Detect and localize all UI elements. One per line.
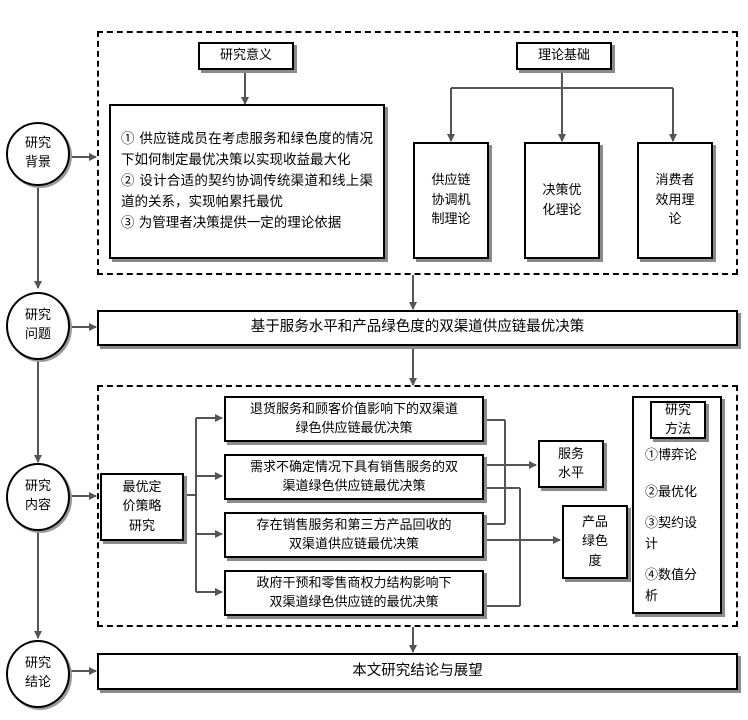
problem-box: 基于服务水平和产品绿色度的双渠道供应链最优决策 bbox=[97, 310, 738, 346]
theory-box-consumer-utility: 消费者 效用理 论 bbox=[637, 142, 713, 259]
topic-box-4: 政府干预和零售商权力结构影响下 双渠道绿色供应链的最优决策 bbox=[224, 570, 484, 616]
theory-title-box: 理论基础 bbox=[516, 42, 612, 70]
background-region bbox=[97, 31, 738, 275]
service-level-box: 服务 水平 bbox=[538, 440, 604, 488]
significance-title-box: 研究意义 bbox=[198, 42, 294, 70]
theory-box-decision-optimization: 决策优 化理论 bbox=[524, 142, 600, 259]
greenness-box: 产品 绿色 度 bbox=[562, 505, 628, 579]
method-item-optimization: ②最优化 bbox=[645, 485, 698, 500]
pricing-strategy-box: 最优定 价策略 研究 bbox=[100, 473, 184, 541]
topic-box-1: 退货服务和顾客价值影响下的双渠道 绿色供应链最优决策 bbox=[224, 396, 484, 442]
method-item-numerical-analysis: ④数值分 析 bbox=[645, 568, 698, 604]
content-region bbox=[97, 385, 738, 627]
stage-conclusion-node: 研究 结论 bbox=[6, 640, 70, 708]
method-item-contract-design: ③契约设 计 bbox=[645, 516, 698, 552]
theory-box-coordination: 供应链 协调机 制理论 bbox=[413, 142, 489, 259]
method-item-game-theory: ①博弈论 bbox=[645, 448, 698, 463]
topic-box-3: 存在销售服务和第三方产品回收的 双渠道供应链最优决策 bbox=[224, 512, 484, 558]
methods-title-box: 研究 方法 bbox=[650, 401, 706, 439]
significance-text-box: ① 供应链成员在考虑服务和绿色度的情况下如何制定最优决策以实现收益最大化 ② 设… bbox=[109, 104, 385, 259]
stage-background-node: 研究 背景 bbox=[6, 122, 70, 186]
topic-box-2: 需求不确定情况下具有销售服务的双 渠道绿色供应链最优决策 bbox=[224, 454, 484, 500]
stage-problem-node: 研究 问题 bbox=[6, 292, 70, 360]
conclusion-box: 本文研究结论与展望 bbox=[97, 653, 738, 690]
stage-content-node: 研究 内容 bbox=[6, 463, 70, 531]
